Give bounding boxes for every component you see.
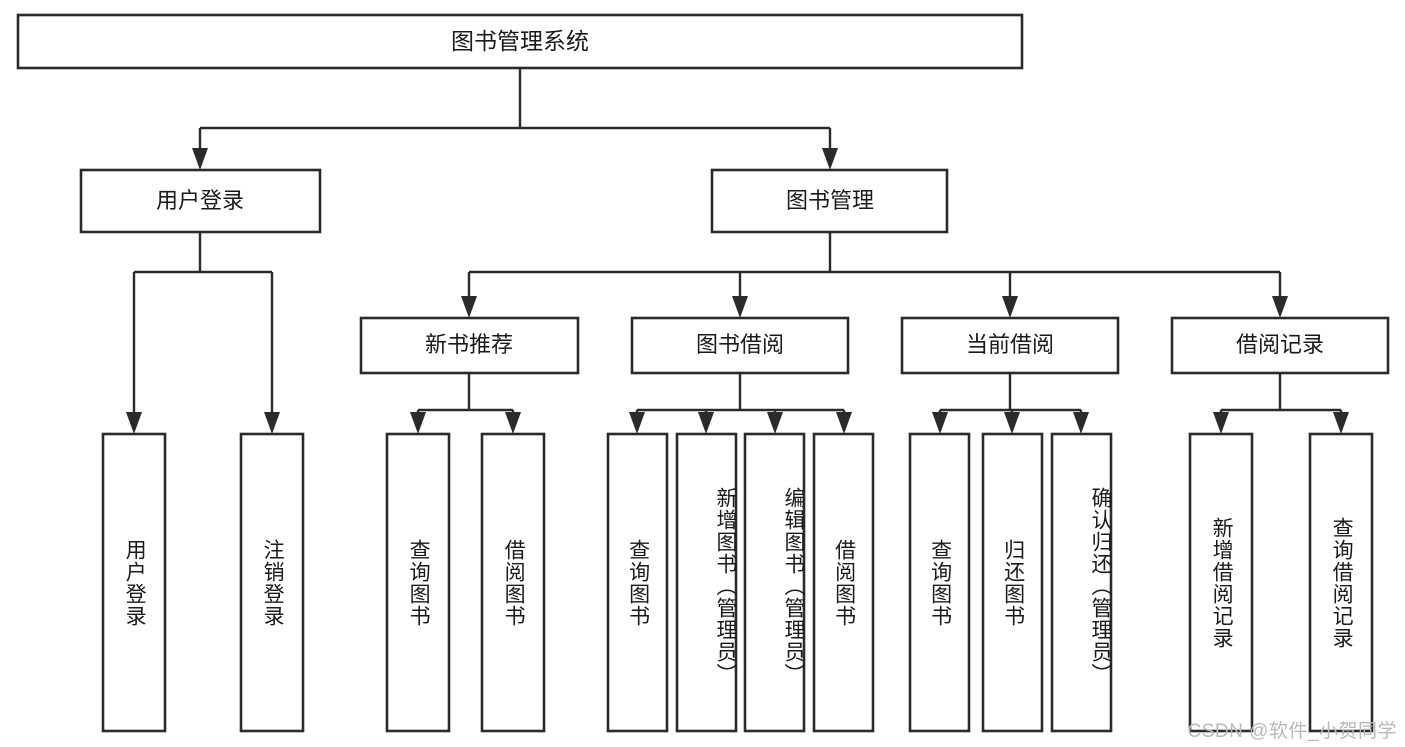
node-leaf-return-book-box[interactable]: [981, 432, 1044, 733]
arrow-to-leaf-query-borrow-record: [1333, 412, 1349, 434]
arrow-to-leaf-return-book: [1004, 412, 1020, 434]
arrow-to-borrow-record: [1272, 296, 1288, 318]
node-new-book-recommend-box[interactable]: [359, 316, 580, 375]
arrow-to-leaf-confirm-return-admin: [1073, 412, 1089, 434]
node-root-box[interactable]: [16, 13, 1024, 70]
node-leaf-borrow-book-recommend-box[interactable]: [480, 432, 546, 733]
node-user-login-box[interactable]: [79, 168, 322, 234]
node-new-book-recommend-label: 新书推荐: [425, 332, 513, 357]
arrow-to-new-book-recommend: [461, 296, 477, 318]
node-root-label: 图书管理系统: [451, 28, 589, 54]
csdn-watermark: CSDN @软件_小贺同学: [1187, 721, 1397, 742]
node-current-borrow-box[interactable]: [900, 316, 1120, 375]
arrow-to-leaf-add-borrow-record: [1213, 412, 1229, 434]
arrow-to-leaf-query-book-borrow: [629, 412, 645, 434]
node-leaf-query-book-recommend-box[interactable]: [385, 432, 451, 733]
node-leaf-query-book-current-box[interactable]: [908, 432, 971, 733]
node-leaf-borrow-book-box[interactable]: [812, 432, 875, 733]
node-borrow-record-label: 借阅记录: [1236, 332, 1324, 357]
node-leaf-query-book-borrow-box[interactable]: [606, 432, 669, 733]
node-book-manage-box[interactable]: [710, 168, 949, 234]
node-borrow-record-box[interactable]: [1170, 316, 1390, 375]
node-current-borrow-label: 当前借阅: [966, 332, 1054, 357]
arrow-to-leaf-borrow-book-recommend: [505, 412, 521, 434]
connector-layer: [126, 68, 1349, 434]
node-layer: 图书管理系统 用户登录 图书管理 新书推荐 图书借阅 当前借阅 借阅记录: [16, 13, 1390, 733]
arrow-to-leaf-user-logout: [264, 412, 280, 434]
arrow-to-leaf-query-book-current: [932, 412, 948, 434]
arrow-to-book-manage: [822, 148, 838, 170]
arrow-to-current-borrow: [1002, 296, 1018, 318]
arrow-to-leaf-edit-book-admin: [767, 412, 783, 434]
arrow-to-leaf-user-login: [126, 412, 142, 434]
arrow-to-leaf-add-book-admin: [698, 412, 714, 434]
arrow-to-book-borrow: [732, 296, 748, 318]
node-leaf-edit-book-admin-box[interactable]: [743, 432, 806, 733]
node-leaf-user-logout-box[interactable]: [239, 432, 305, 733]
node-leaf-add-book-admin-box[interactable]: [675, 432, 738, 733]
node-leaf-user-login-box[interactable]: [101, 432, 167, 733]
arrow-to-leaf-query-book-recommend: [410, 412, 426, 434]
arrow-to-leaf-borrow-book: [836, 412, 852, 434]
node-user-login-label: 用户登录: [156, 188, 244, 213]
node-leaf-add-borrow-record-box[interactable]: [1188, 432, 1254, 733]
node-book-manage-label: 图书管理: [786, 188, 874, 213]
node-book-borrow-box[interactable]: [630, 316, 850, 375]
node-leaf-confirm-return-admin-box[interactable]: [1050, 432, 1113, 733]
node-leaf-query-borrow-record-box[interactable]: [1308, 432, 1374, 733]
arrow-to-user-login: [192, 148, 208, 170]
node-book-borrow-label: 图书借阅: [696, 332, 784, 357]
